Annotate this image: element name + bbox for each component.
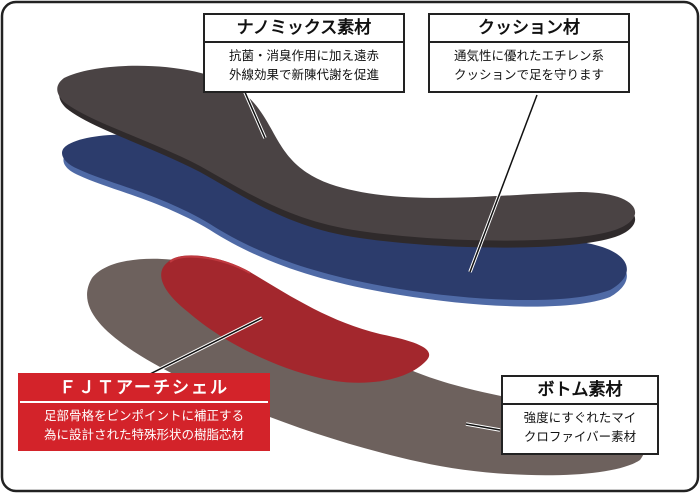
arch-shell (161, 255, 430, 383)
leader-nano (243, 89, 266, 139)
bottom-desc-line-1: 強度にすぐれたマイ (523, 410, 637, 425)
cushion-desc-line-2: クッションで足を守ります (453, 67, 604, 82)
bottom-desc-line-2: クロファイバー素材 (523, 429, 637, 444)
cushion-label-box: クッション材 通気性に優れたエチレン系 クッションで足を守ります (428, 13, 630, 93)
nano-desc-line-2: 外線効果で新陳代謝を促進 (228, 67, 379, 82)
fjt-label-box: ＦＪＴアーチシェル 足部骨格をピンポイントに補正する 為に設計された特殊形状の樹… (18, 373, 270, 451)
nano-label-desc: 抗菌・消臭作用に加え遠赤 外線効果で新陳代謝を促進 (205, 43, 403, 87)
cushion-label-desc: 通気性に優れたエチレン系 クッションで足を守ります (430, 43, 628, 87)
fjt-desc-line-1: 足部骨格をピンポイントに補正する (43, 408, 244, 423)
nano-layer (57, 65, 636, 241)
leader-cushion (469, 94, 538, 273)
bottom-label-desc: 強度にすぐれたマイ クロファイバー素材 (503, 405, 657, 449)
nano-desc-line-1: 抗菌・消臭作用に加え遠赤 (228, 48, 379, 63)
leader-bottom (465, 423, 501, 431)
bottom-label-title: ボトム素材 (503, 377, 657, 405)
fjt-label-title: ＦＪＴアーチシェル (20, 375, 268, 403)
fjt-label-desc: 足部骨格をピンポイントに補正する 為に設計された特殊形状の樹脂芯材 (20, 403, 268, 447)
cushion-label-title: クッション材 (430, 15, 628, 43)
nano-label-title: ナノミックス素材 (205, 15, 403, 43)
fjt-desc-line-2: 為に設計された特殊形状の樹脂芯材 (43, 427, 244, 442)
bottom-label-box: ボトム素材 強度にすぐれたマイ クロファイバー素材 (501, 375, 659, 455)
nano-label-box: ナノミックス素材 抗菌・消臭作用に加え遠赤 外線効果で新陳代謝を促進 (203, 13, 405, 93)
cushion-desc-line-1: 通気性に優れたエチレン系 (453, 48, 604, 63)
